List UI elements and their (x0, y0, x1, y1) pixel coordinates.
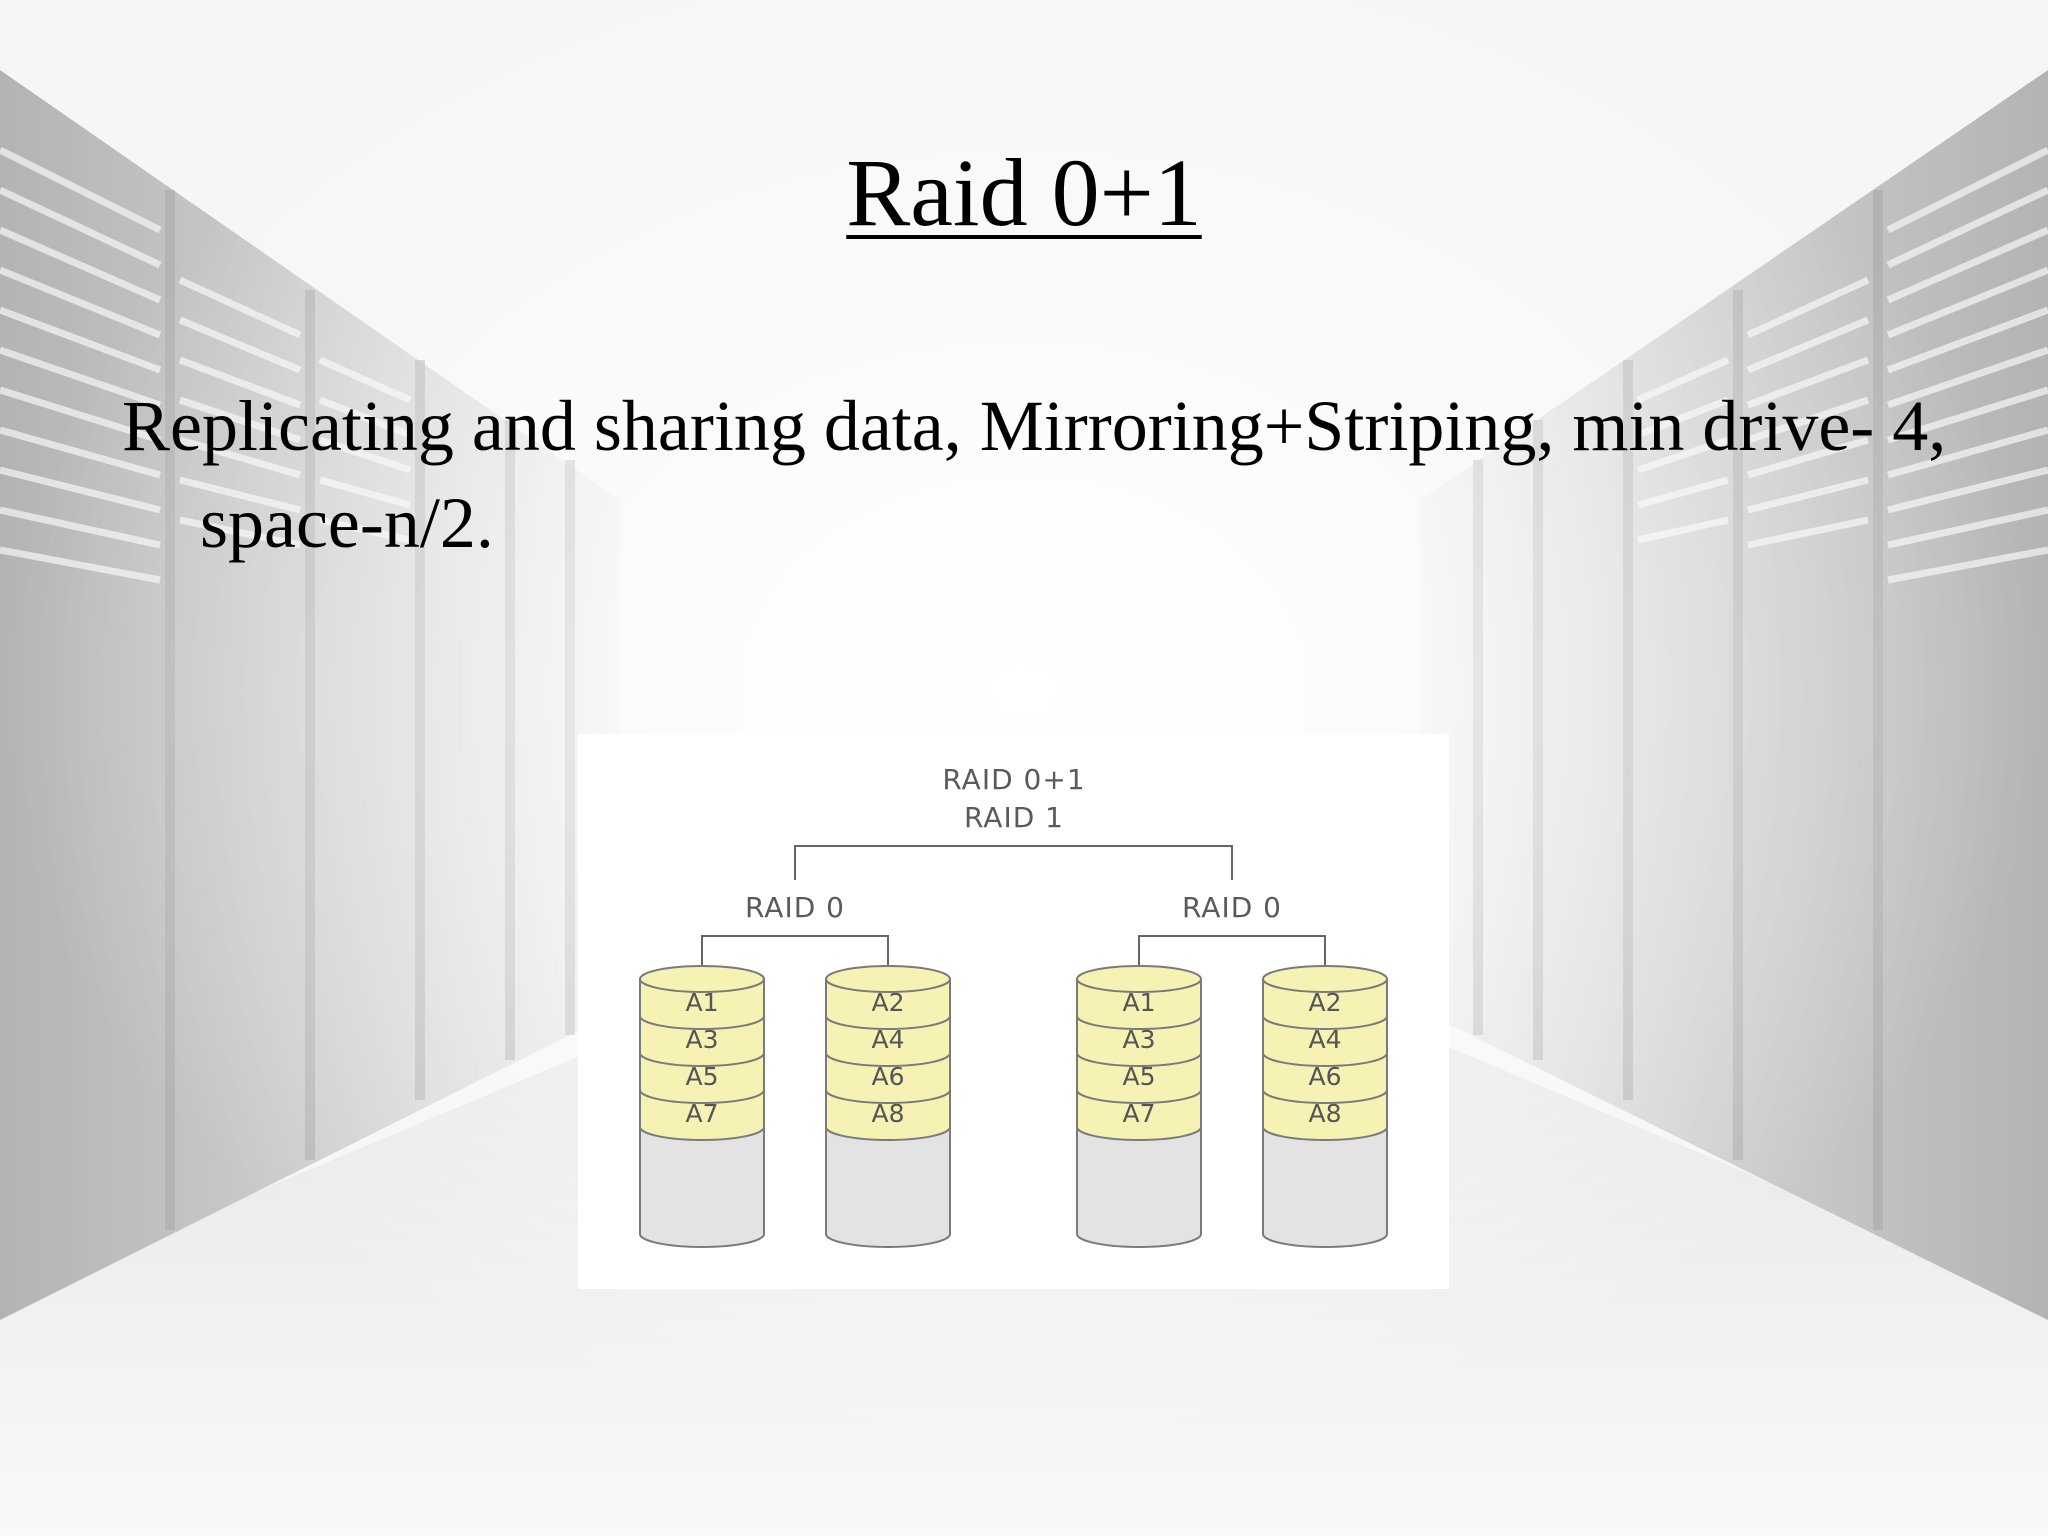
raid1-connector (794, 845, 1233, 880)
disk-block-label: A7 (1122, 1099, 1155, 1128)
disk-block (825, 1052, 951, 1104)
raid0-label: RAID 0 (745, 891, 845, 924)
raid0-connector (701, 935, 889, 972)
disk-block (1262, 1052, 1388, 1104)
raid1-label: RAID 1 (964, 801, 1064, 834)
disk-block (639, 1015, 765, 1067)
disk-block (639, 978, 765, 1030)
disk-block-label: A2 (871, 988, 904, 1017)
slide-body-text: Replicating and sharing data, Mirroring+… (122, 386, 1947, 563)
disk-block (1262, 1015, 1388, 1067)
disk-block-label: A8 (871, 1099, 904, 1128)
disk-block-label: A6 (1308, 1062, 1341, 1091)
raid0-connector (1138, 935, 1326, 972)
disk-block-label: A7 (685, 1099, 718, 1128)
disk-block-label: A2 (1308, 988, 1341, 1017)
disk-block (639, 1052, 765, 1104)
disk-block (1076, 1015, 1202, 1067)
raid01-label: RAID 0+1 (942, 763, 1085, 796)
disk-block-label: A1 (1122, 988, 1155, 1017)
disk-block (825, 1089, 951, 1141)
slide-title: Raid 0+1 (0, 138, 2048, 248)
raid0-label: RAID 0 (1182, 891, 1282, 924)
disk-block-label: A3 (1122, 1025, 1155, 1054)
disk-block (1076, 1052, 1202, 1104)
disk-block-label: A5 (1122, 1062, 1155, 1091)
disk-body (825, 1126, 951, 1248)
disk-body (1262, 1126, 1388, 1248)
disk-block (1262, 1089, 1388, 1141)
disk-block-label: A1 (685, 988, 718, 1017)
disk-block (639, 1089, 765, 1141)
disk-block (825, 1015, 951, 1067)
disk-block-label: A4 (871, 1025, 904, 1054)
slide-title-text: Raid 0+1 (846, 139, 1202, 246)
disk-block (1262, 978, 1388, 1030)
disk-block (1076, 978, 1202, 1030)
disk-body (1076, 1126, 1202, 1248)
raid-diagram-svg: RAID 0+1 RAID 1 RAID 0A1A3A5A7A2A4A6A8RA… (639, 763, 1388, 1248)
disk-body (639, 1126, 765, 1248)
disk-block-label: A5 (685, 1062, 718, 1091)
disk-block-label: A6 (871, 1062, 904, 1091)
disk-top (639, 965, 765, 993)
disk-block (1076, 1089, 1202, 1141)
disk-block-label: A8 (1308, 1099, 1341, 1128)
disk-block-label: A3 (685, 1025, 718, 1054)
disk-top (1262, 965, 1388, 993)
disk-top (825, 965, 951, 993)
diagram-connectors (794, 845, 1233, 880)
disk-top (1076, 965, 1202, 993)
disk-block (825, 978, 951, 1030)
disk-block-label: A4 (1308, 1025, 1341, 1054)
